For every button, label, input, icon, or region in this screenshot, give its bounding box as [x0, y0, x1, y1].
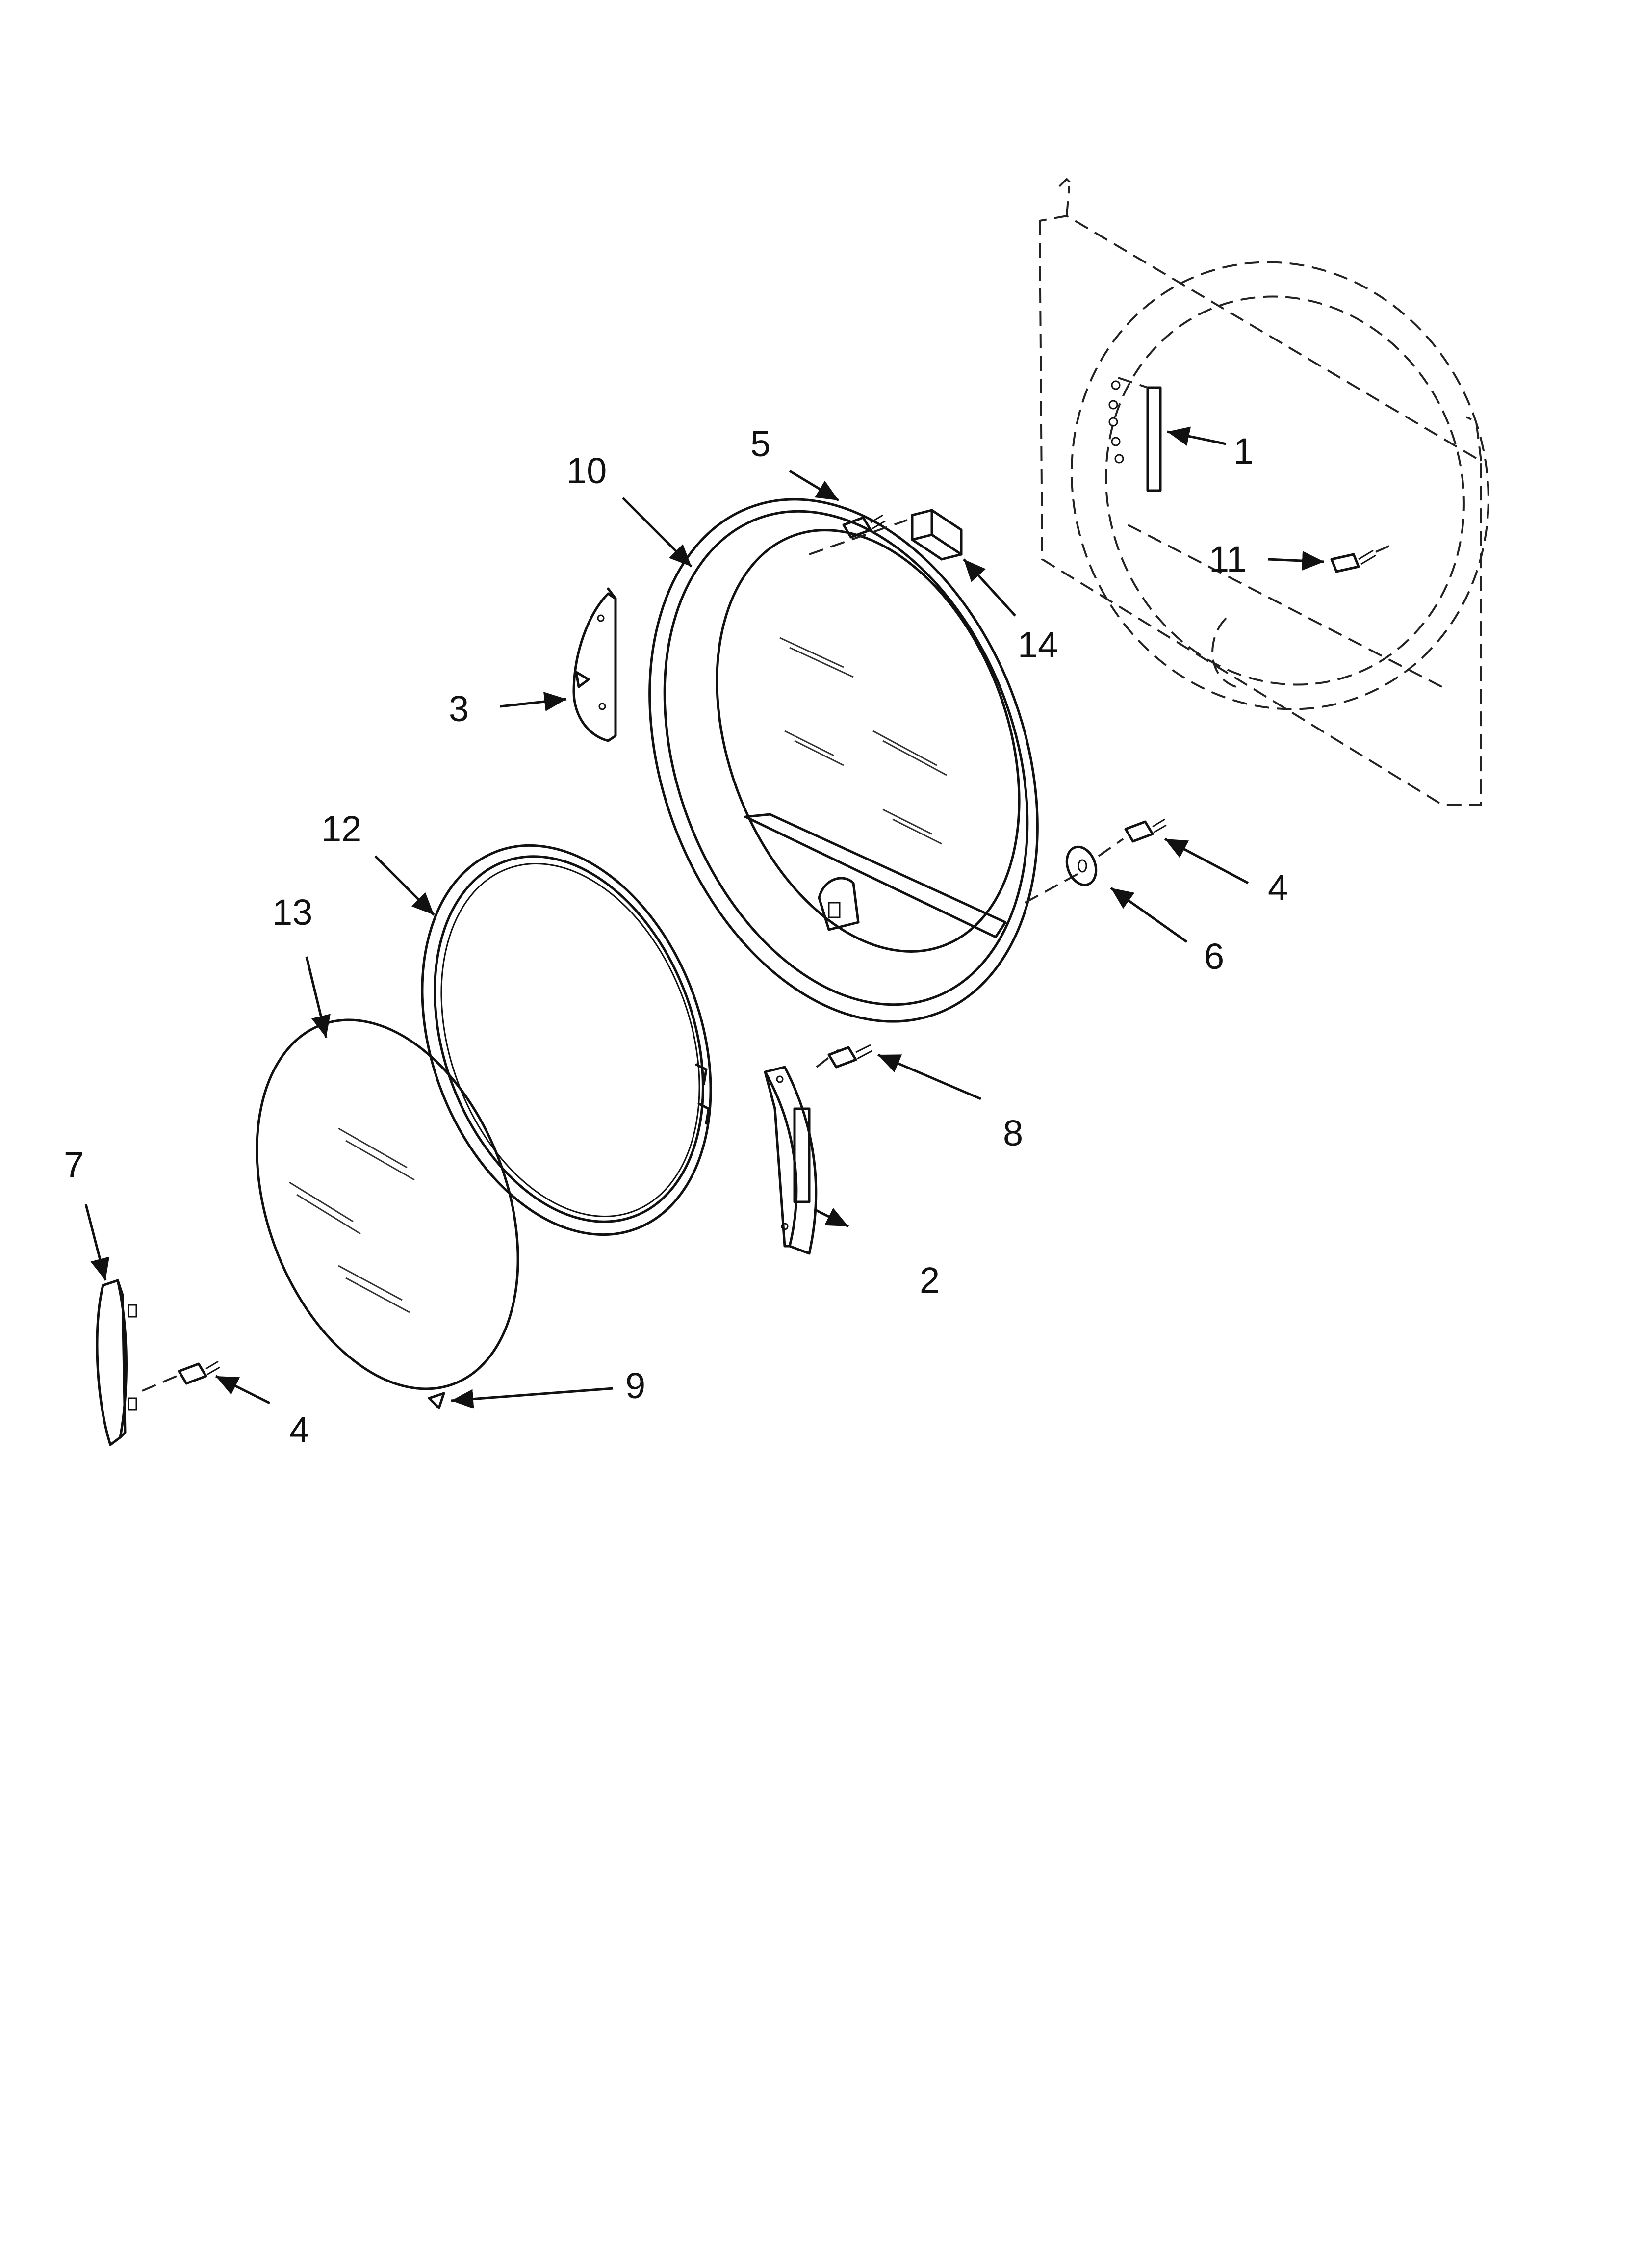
strike-plate-part: [1108, 377, 1162, 492]
door-glass-part: [256, 1018, 519, 1390]
callout-2: 2: [920, 1260, 940, 1301]
callout-7: 7: [64, 1145, 84, 1185]
callout-14: 14: [1018, 625, 1058, 665]
door-outer-shell-part: [648, 498, 1079, 1023]
door-catch-part: [911, 509, 963, 561]
callout-13: 13: [272, 892, 312, 933]
callout-4-upper: 4: [1268, 867, 1288, 908]
callout-12: 12: [321, 808, 361, 849]
clip-part-9: [428, 1392, 445, 1409]
callout-10: 10: [566, 450, 607, 491]
hinge-cover-part: [572, 587, 617, 742]
callout-11: 11: [1209, 539, 1247, 579]
callout-5: 5: [750, 423, 770, 464]
callout-8: 8: [1003, 1113, 1023, 1153]
screw-part-4-lower: [142, 1360, 220, 1392]
screw-part-4-upper: [1098, 818, 1167, 857]
leader-arrows: [84, 426, 1325, 1409]
screw-part-11: [1211, 544, 1393, 688]
screw-part-8: [827, 1044, 872, 1069]
callout-4-lower: 4: [289, 1409, 309, 1450]
washer-part: [1065, 845, 1098, 886]
callout-9: 9: [625, 1365, 645, 1406]
callout-6: 6: [1204, 936, 1224, 977]
hinge-part: [96, 1279, 137, 1446]
callout-labels: 1 2 3 4 4 5 6 7 8 9 10 11 12 13 14: [64, 423, 1288, 1450]
door-handle-part: [764, 1049, 840, 1255]
callout-1: 1: [1233, 431, 1254, 471]
cabinet-front-panel: [1038, 178, 1489, 806]
screw-part-5: [842, 514, 886, 539]
door-seal-ring-part: [421, 844, 712, 1236]
callout-3: 3: [449, 688, 469, 729]
